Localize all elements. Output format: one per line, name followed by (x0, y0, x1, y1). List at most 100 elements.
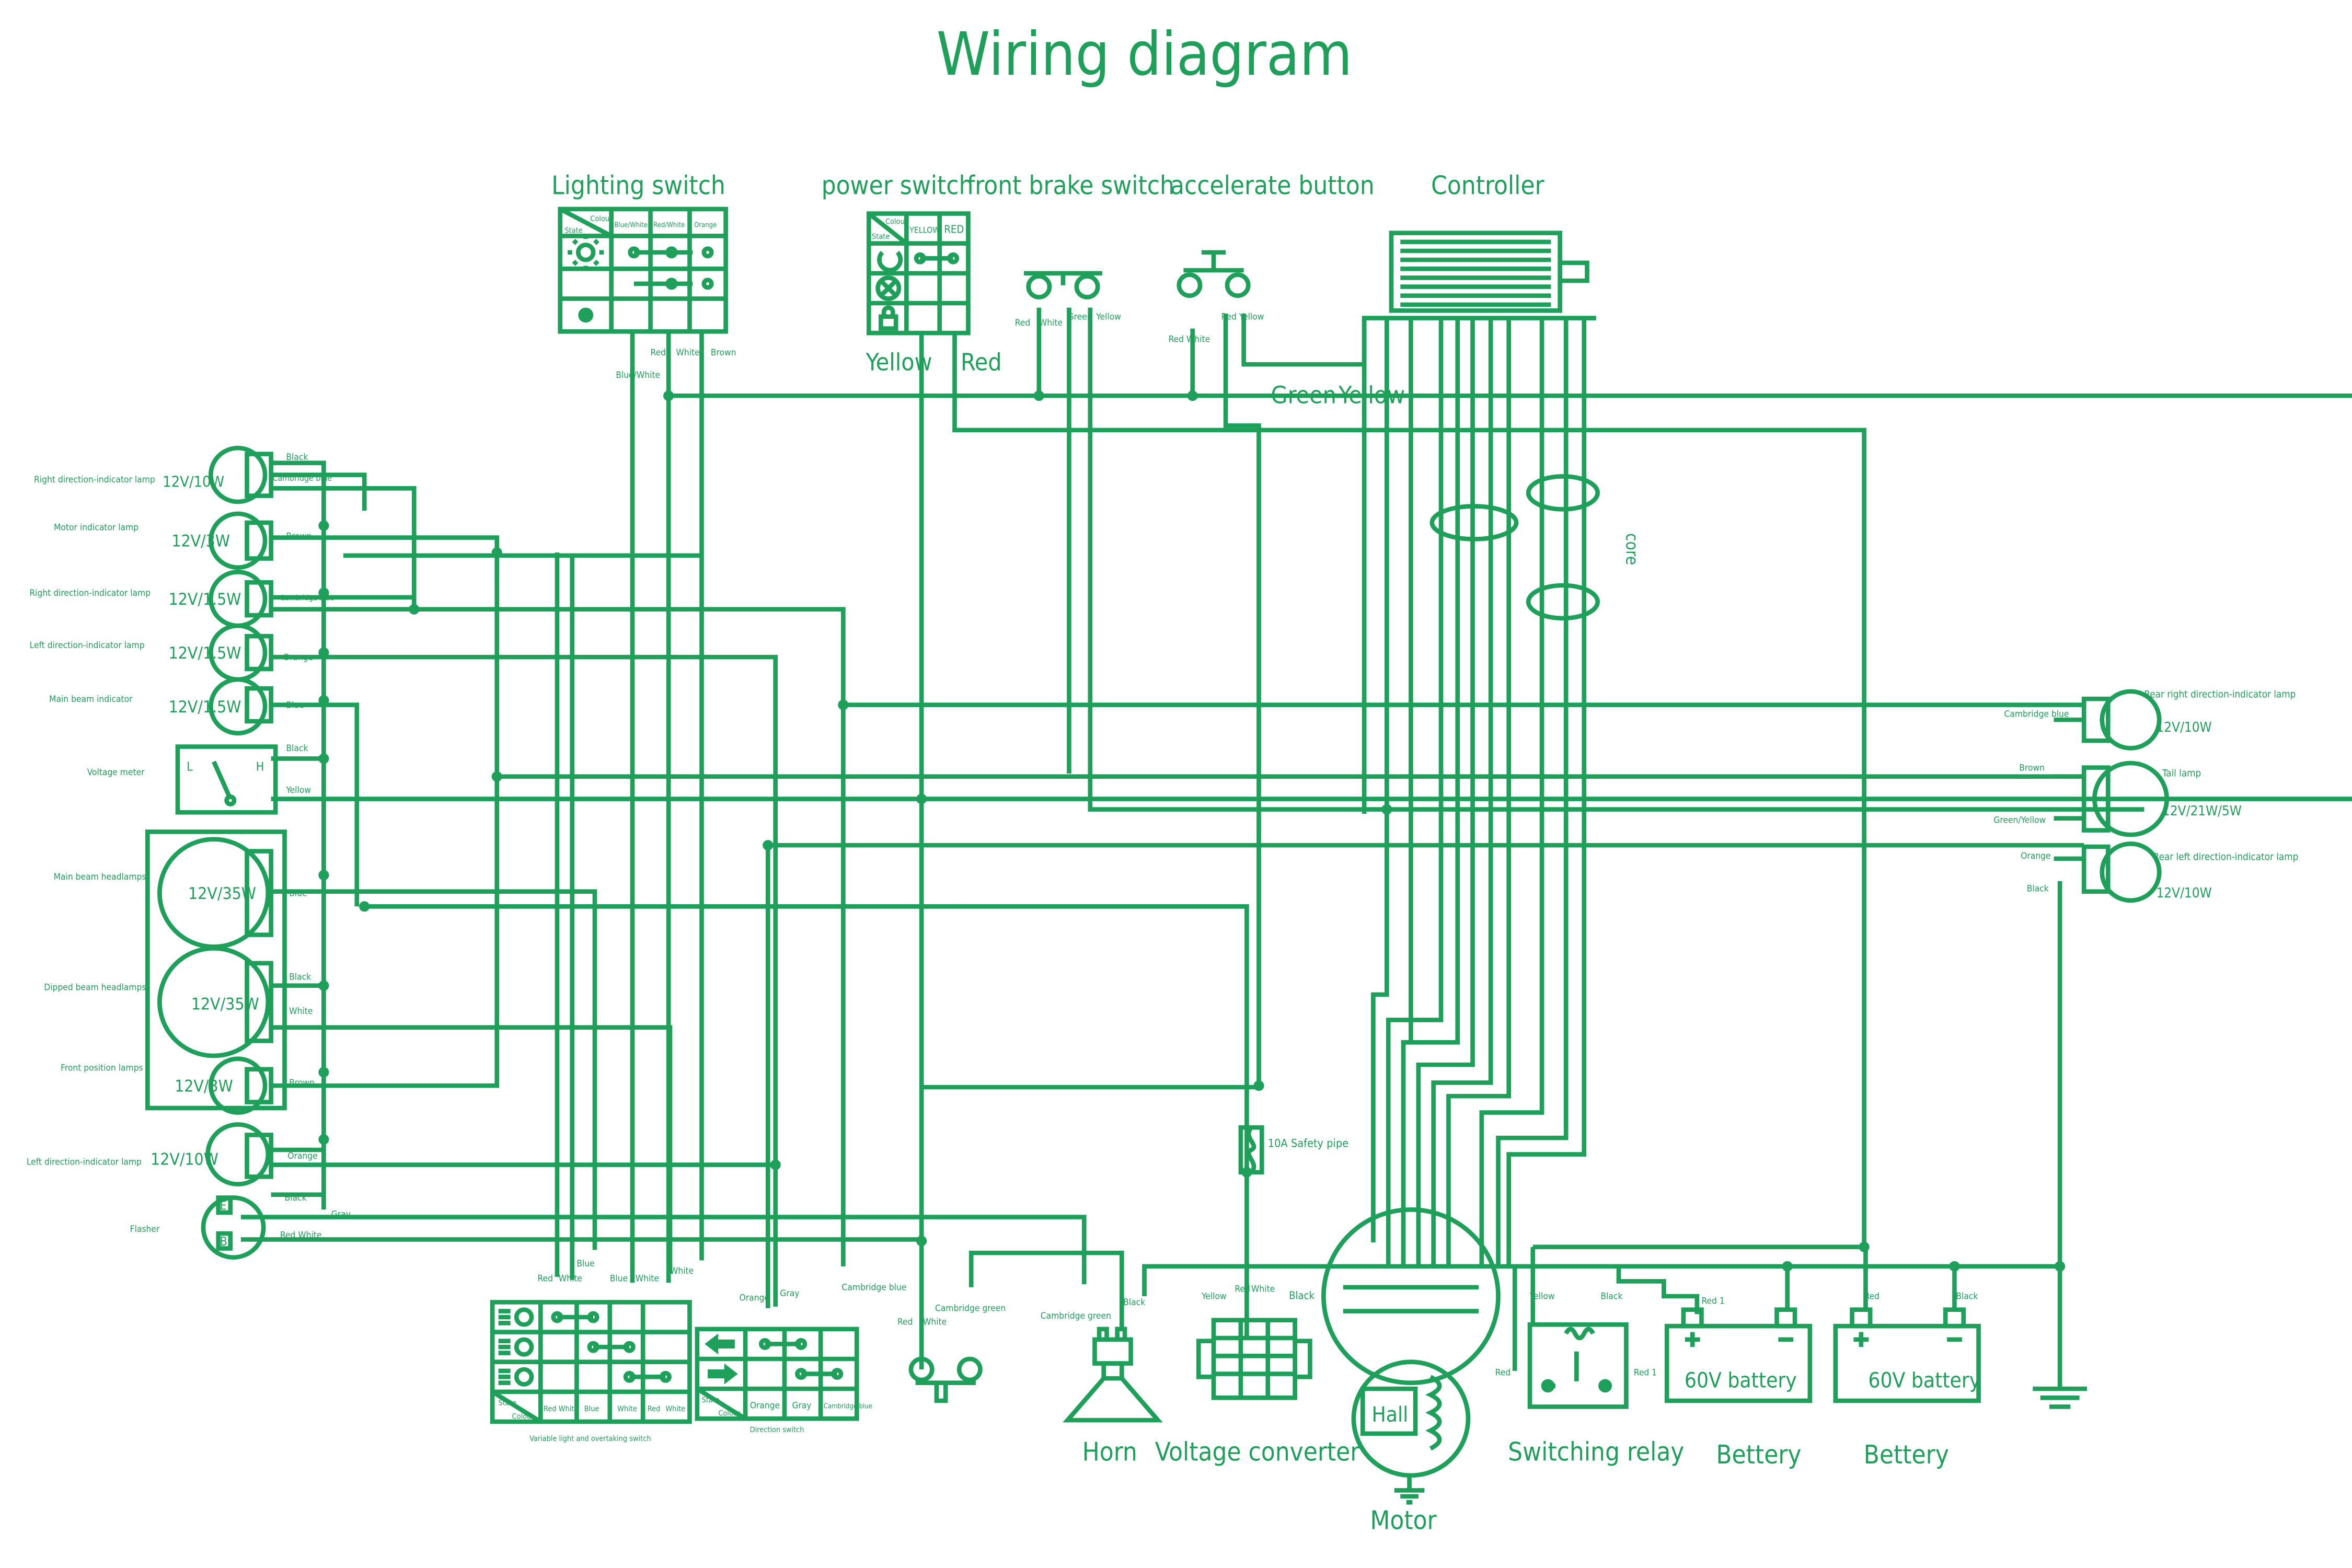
los-col3: Blue (584, 1405, 599, 1413)
left-indicator-label: Left direction-indicator lamp (27, 1157, 142, 1168)
los-colour: Colour (512, 1412, 535, 1421)
ls-state: State (564, 227, 582, 235)
bw-red1-sr: Red 1 (1634, 1367, 1657, 1378)
bw-cgreen-h: Cambridge green (935, 1304, 1006, 1314)
ps-lead-red: Red (961, 348, 1002, 376)
lw-white1: White (289, 1006, 313, 1017)
flasher-label: Flasher (130, 1224, 160, 1235)
lighting-switch[interactable]: Colour State Blue/White Red/White Orange (558, 206, 728, 334)
horn[interactable] (1063, 1327, 1163, 1423)
core-ring-3 (1526, 583, 1600, 621)
rear-lamps (2081, 689, 2169, 903)
ls-lead-blue-white: Blue/White (616, 370, 660, 381)
light-overtaking-switch[interactable] (490, 1300, 692, 1424)
lock-icon (879, 305, 898, 331)
direction-switch[interactable] (695, 1327, 859, 1421)
ds-colour: Colour (718, 1410, 741, 1418)
fb-lead-red: Red (1015, 318, 1030, 328)
battery-1[interactable] (1664, 1307, 1813, 1403)
controller[interactable] (1389, 230, 1589, 313)
bw-yellow-sr: Yellow (1529, 1292, 1555, 1302)
tail-lamp-label: Tail lamp (2162, 768, 2201, 779)
tail-rating: 12V/21W/5W (2162, 803, 2242, 819)
rw-green-yellow: Green/Yellow (1993, 815, 2046, 825)
bw-red-sr: Red (1495, 1367, 1511, 1378)
power-switch-label: power switch (822, 171, 974, 201)
bw-red-h: Red (897, 1317, 913, 1327)
ps-colour: Colour (885, 218, 908, 226)
los-col1: Red (544, 1405, 557, 1413)
los-caption: Variable light and overtaking switch (529, 1435, 651, 1443)
right-indicator-label: Right direction-indicator lamp (34, 475, 155, 485)
fb-lead-white: White (1039, 318, 1063, 328)
rating-6: 12V/35W (188, 884, 256, 903)
bw-black-horn: Black (1123, 1297, 1145, 1308)
ls-col1: Blue/White (614, 221, 648, 229)
ds-state: State (702, 1396, 720, 1404)
bw-cblue: Cambridge blue (841, 1283, 906, 1293)
ps-col2: RED (944, 223, 964, 236)
los-col4: White (617, 1405, 637, 1413)
core-label: core (1622, 533, 1641, 565)
bw-red-b2: Red (1864, 1292, 1880, 1302)
rating-4: 12V/1.5W (169, 644, 241, 663)
arrow-left-icon (705, 1333, 735, 1355)
ground-symbol (2033, 1266, 2087, 1409)
front-brake-switch-label: front brake switch (967, 171, 1174, 201)
power-switch[interactable]: Colour State YELLOW RED (866, 211, 971, 336)
power-on-icon (877, 250, 903, 273)
bw-red-a: Red (537, 1273, 552, 1284)
rating-7: 12V/35W (191, 995, 259, 1014)
lw-orange2: Orange (287, 1151, 317, 1161)
rr-rating: 12V/10W (2156, 720, 2211, 735)
rl-rating: 12V/10W (2156, 885, 2211, 901)
motor[interactable] (1321, 1207, 1501, 1505)
voltage-meter-label: Voltage meter (87, 767, 145, 778)
ls-lead-white: White (676, 348, 700, 358)
ls-col3: Orange (694, 221, 717, 229)
bw-black-vc: Black (1289, 1289, 1315, 1302)
switching-relay[interactable] (1527, 1322, 1629, 1409)
bw-yellow-vc: Yellow (1201, 1292, 1227, 1302)
bw-blue-a: Blue (577, 1259, 594, 1269)
lw-black2: Black (286, 743, 308, 754)
bw-white-vc: White (1251, 1284, 1275, 1294)
voltage-converter-label: Voltage converter (1155, 1437, 1361, 1467)
rating-9: 12V/10W (151, 1150, 218, 1169)
accelerate-button[interactable] (1177, 250, 1251, 298)
fb-lead-yellow: Yellow (1096, 312, 1121, 322)
fuse-label: 10A Safety pipe (1268, 1137, 1348, 1150)
rw-orange: Orange (2021, 851, 2050, 861)
bw-white-c: White (670, 1266, 694, 1276)
battery-2-label: Bettery (1864, 1440, 1949, 1470)
bw-white-b: White (636, 1273, 659, 1284)
bw-gray: Gray (780, 1288, 799, 1299)
bw-white-h: White (923, 1317, 947, 1327)
accelerate-button-label: accelerate button (1170, 171, 1375, 201)
core-ring-2 (1526, 474, 1600, 512)
front-brake-switch[interactable] (1024, 271, 1102, 299)
ds-col2: Gray (792, 1400, 811, 1411)
left-indicator-small-label: Left direction-indicator lamp (30, 640, 145, 651)
lw-black3: Black (289, 972, 311, 982)
lw-yellow1: Yellow (285, 785, 311, 795)
flasher-b: B (220, 1235, 227, 1249)
motor-label: Motor (1370, 1506, 1437, 1536)
battery-1-value: 60V battery (1685, 1368, 1797, 1392)
right-indicator-small-label: Right direction-indicator lamp (29, 588, 151, 598)
fuse (1238, 1125, 1264, 1175)
voltage-converter[interactable] (1196, 1318, 1312, 1400)
los-col2: White (559, 1405, 579, 1413)
flasher-e: E (220, 1199, 227, 1213)
main-headlamps-label: Main beam headlamps (54, 872, 146, 882)
front-position-label: Front position lamps (61, 1063, 143, 1074)
rating-8: 12V/3W (175, 1077, 233, 1096)
lw-black1: Black (286, 452, 308, 463)
ds-col1: Orange (750, 1400, 780, 1411)
ls-lead-red: Red (651, 348, 666, 358)
lighting-switch-label: Lighting switch (551, 171, 725, 201)
rear-left-label: Rear left direction-indicator lamp (2153, 852, 2299, 863)
bw-black-b2: Black (1956, 1292, 1978, 1302)
bw-blue-b: Blue (610, 1273, 628, 1284)
